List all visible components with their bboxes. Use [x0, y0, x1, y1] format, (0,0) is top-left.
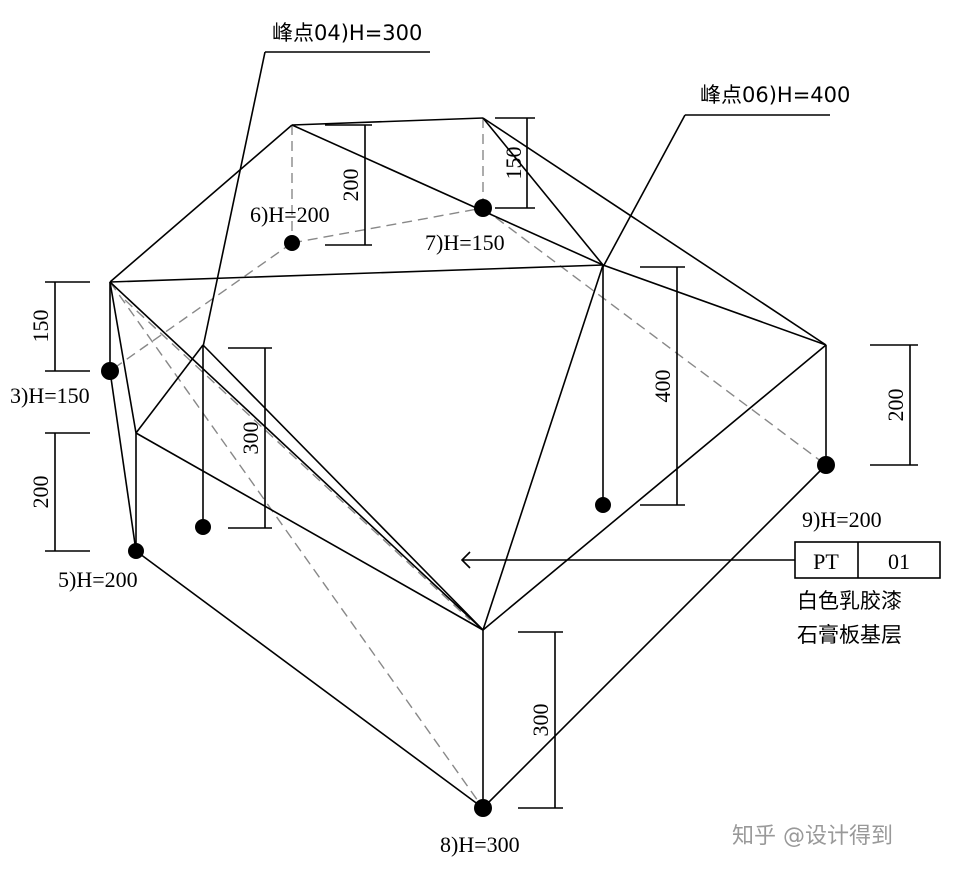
leaders [202, 51, 830, 569]
point-7 [474, 199, 492, 217]
edges [109, 117, 827, 809]
dim-200-top: 200 [338, 169, 363, 202]
material-tag: PT 01 白色乳胶漆 石膏板基层 [794, 541, 941, 647]
hidden-lines [109, 118, 827, 809]
label-point-6: 6)H=200 [250, 202, 330, 227]
label-peak04: 峰点04)H=300 [272, 21, 422, 45]
dimension-lines [45, 117, 918, 809]
point-3 [101, 362, 119, 380]
dim-200-left: 200 [28, 476, 53, 509]
point-8 [474, 799, 492, 817]
label-peak06: 峰点06)H=400 [700, 83, 850, 107]
watermark: 知乎 @设计得到 [732, 824, 893, 849]
dim-150-top: 150 [501, 147, 526, 180]
dim-150-left: 150 [28, 310, 53, 343]
label-point-7: 7)H=150 [425, 230, 505, 255]
point-9 [817, 456, 835, 474]
label-point-3: 3)H=150 [10, 383, 90, 408]
dim-300-mid: 300 [238, 422, 263, 455]
point-5 [128, 543, 144, 559]
point-peak06-base [595, 497, 611, 513]
tag-code: PT [813, 549, 839, 574]
dim-400: 400 [650, 370, 675, 403]
tag-number: 01 [888, 549, 910, 574]
points [101, 199, 835, 817]
tag-finish: 白色乳胶漆 [797, 589, 902, 613]
dim-200-right: 200 [883, 389, 908, 422]
point-6 [284, 235, 300, 251]
point-peak04-base [195, 519, 211, 535]
dim-300-bottom: 300 [528, 704, 553, 737]
label-point-8: 8)H=300 [440, 832, 520, 857]
tag-substrate: 石膏板基层 [797, 623, 902, 647]
label-point-9: 9)H=200 [802, 507, 882, 532]
label-point-5: 5)H=200 [58, 567, 138, 592]
